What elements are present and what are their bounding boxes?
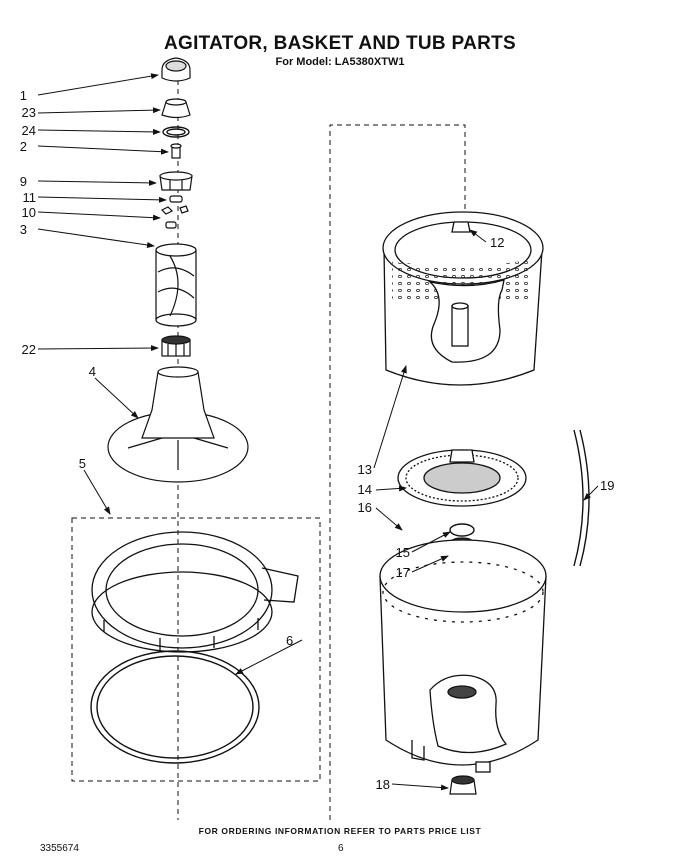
callout-label: 3 xyxy=(20,222,27,237)
page-number: 6 xyxy=(338,843,344,854)
callout-label: 16 xyxy=(358,500,372,515)
part-clips xyxy=(160,195,189,229)
callout-label: 9 xyxy=(20,174,27,189)
part-drive-plate xyxy=(397,449,527,507)
ordering-note: FOR ORDERING INFORMATION REFER TO PARTS … xyxy=(198,826,482,836)
callout-label: 24 xyxy=(22,123,36,138)
part-agitator-cap xyxy=(161,57,191,82)
model-subtitle: For Model: LA5380XTW1 xyxy=(275,56,405,68)
callout-label: 5 xyxy=(79,456,86,471)
callout-label: 15 xyxy=(396,545,410,560)
callout-label: 22 xyxy=(22,342,36,357)
callout-label: 10 xyxy=(22,205,36,220)
callout-label: 17 xyxy=(396,565,410,580)
part-ring xyxy=(162,126,190,138)
callout-label: 2 xyxy=(20,139,27,154)
part-bolt xyxy=(170,143,182,159)
part-plug xyxy=(449,775,477,795)
part-strip xyxy=(573,429,590,567)
part-outer-tub xyxy=(379,539,547,773)
leader-lines xyxy=(37,73,599,791)
page-title: AGITATOR, BASKET AND TUB PARTS xyxy=(163,33,517,54)
document-number: 3355674 xyxy=(40,843,79,854)
callout-label: 11 xyxy=(23,190,37,205)
callout-label: 6 xyxy=(286,633,293,648)
callout-labels: 1 23 24 2 9 11 10 3 22 4 5 6 12 13 14 16… xyxy=(20,88,615,792)
callout-label: 19 xyxy=(600,478,614,493)
part-basket xyxy=(382,211,544,386)
part-auger xyxy=(155,243,197,327)
part-gasket xyxy=(90,650,260,764)
part-tub-ring xyxy=(91,531,299,653)
callout-label: 18 xyxy=(376,777,390,792)
part-dog-holder xyxy=(159,171,193,191)
callout-label: 1 xyxy=(20,88,27,103)
part-coupler xyxy=(161,335,191,357)
part-agitator-base xyxy=(107,366,249,483)
callout-label: 14 xyxy=(358,482,372,497)
part-snap-ring xyxy=(449,523,475,537)
callout-label: 13 xyxy=(358,462,372,477)
part-cone xyxy=(161,98,191,119)
callout-label: 4 xyxy=(89,364,96,379)
callout-label: 12 xyxy=(490,235,504,250)
callout-label: 23 xyxy=(22,105,36,120)
